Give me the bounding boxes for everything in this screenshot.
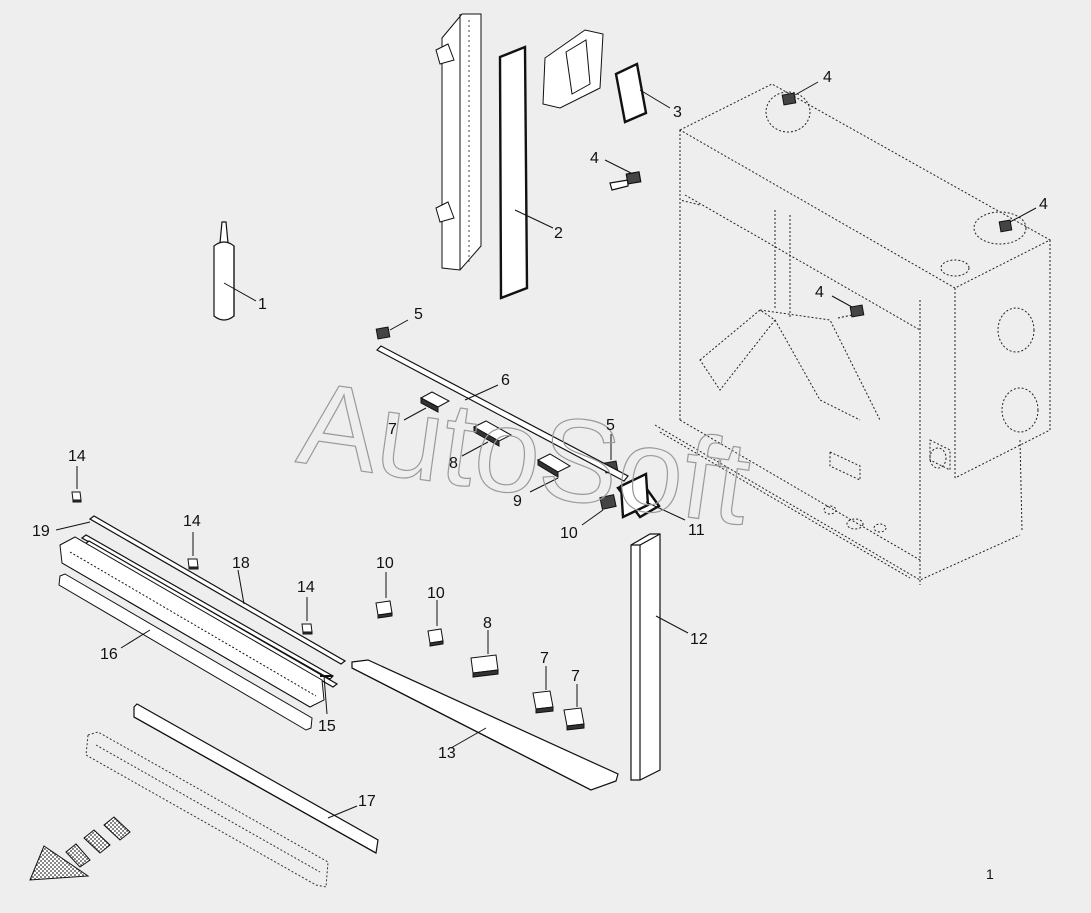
callout-11: 11: [688, 522, 705, 539]
callout-4d: 4: [815, 284, 824, 301]
callout-10b: 10: [376, 555, 394, 572]
pad-7-lower-b: [563, 684, 585, 731]
pad-4c: [998, 207, 1037, 233]
callout-17: 17: [358, 793, 376, 810]
pad-4b: [781, 81, 819, 106]
strip-6: [376, 345, 629, 482]
side-panel: [435, 13, 482, 271]
pad-9: [529, 453, 572, 493]
pad-14-c: [301, 597, 313, 635]
callout-7b: 7: [540, 650, 549, 667]
pad-5a: [375, 319, 409, 340]
bracket-plate: [542, 29, 604, 109]
page-number: 1: [986, 866, 994, 882]
pad-14-a: [71, 466, 82, 503]
pad-4a: [604, 159, 642, 191]
callout-14c: 14: [297, 579, 315, 596]
callout-4c: 4: [1039, 196, 1048, 213]
pad-10-upper: [581, 494, 617, 526]
callout-9: 9: [513, 493, 522, 510]
callout-14a: 14: [68, 448, 86, 465]
gasket-11: [616, 472, 686, 521]
callout-7c: 7: [571, 668, 580, 685]
callout-5b: 5: [606, 417, 615, 434]
callout-5a: 5: [414, 306, 423, 323]
pad-7-lower-a: [532, 666, 554, 714]
gasket-3: [614, 62, 671, 124]
pad-8-lower: [470, 630, 499, 678]
panel-12: [630, 533, 689, 781]
direction-arrow-icon: [29, 816, 131, 881]
pad-8-top: [461, 420, 513, 457]
lower-bracket: [85, 731, 329, 888]
callout-15: 15: [318, 718, 336, 735]
seal-strip-2: [498, 45, 554, 300]
pad-10-a: [375, 572, 393, 619]
pad-4d: [831, 295, 865, 319]
callout-8b: 8: [483, 615, 492, 632]
strip-17: [133, 703, 379, 854]
callout-12: 12: [690, 631, 708, 648]
callout-2: 2: [554, 225, 563, 242]
bolt-15: [320, 675, 333, 715]
callout-10c: 10: [427, 585, 445, 602]
radiator-frame: [654, 83, 1052, 585]
pad-7-top: [403, 391, 451, 421]
callout-3: 3: [673, 104, 682, 121]
sealant-cartridge: [213, 221, 257, 321]
pad-10-b: [427, 600, 444, 647]
callout-13: 13: [438, 745, 456, 762]
callout-14b: 14: [183, 513, 201, 530]
callout-7a: 7: [388, 421, 397, 438]
callout-10a: 10: [560, 525, 578, 542]
callout-18: 18: [232, 555, 250, 572]
strip-19: [55, 515, 347, 665]
callout-8a: 8: [449, 455, 458, 472]
callout-19: 19: [32, 523, 50, 540]
callout-4b: 4: [590, 150, 599, 167]
callout-1: 1: [258, 296, 267, 313]
channel-16: [58, 536, 325, 731]
callout-6: 6: [501, 372, 510, 389]
plate-13: [351, 659, 619, 791]
pad-14-b: [187, 532, 199, 570]
callout-4a: 4: [823, 69, 832, 86]
callout-16: 16: [100, 646, 118, 663]
